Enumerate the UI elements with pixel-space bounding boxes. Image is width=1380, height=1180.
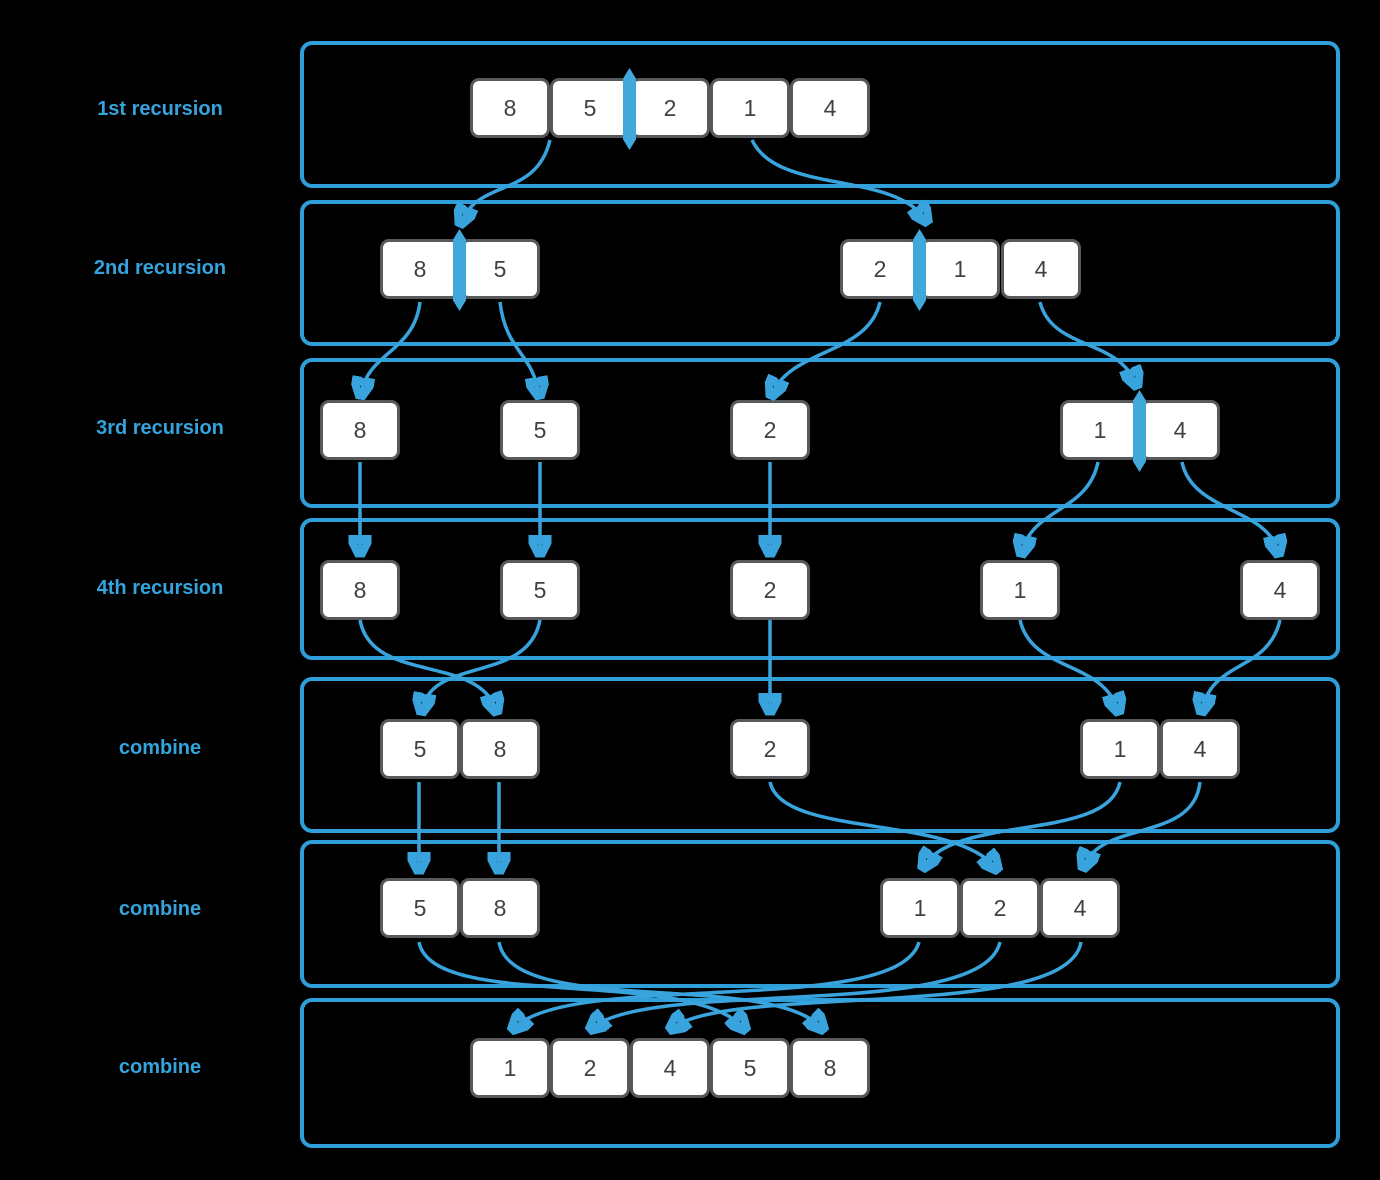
array-cell: 1 xyxy=(1080,719,1160,779)
row-label-2: 2nd recursion xyxy=(93,257,227,279)
split-marker xyxy=(623,68,636,150)
array-cell: 5 xyxy=(500,400,580,460)
array-cell: 1 xyxy=(1060,400,1140,460)
split-marker xyxy=(453,229,466,311)
row-label-4: 4th recursion xyxy=(96,577,224,599)
array-cell: 5 xyxy=(710,1038,790,1098)
array-cell: 2 xyxy=(840,239,920,299)
array-cell: 5 xyxy=(380,878,460,938)
array-cell: 5 xyxy=(500,560,580,620)
array-cell: 5 xyxy=(380,719,460,779)
row-band-4 xyxy=(300,518,1340,660)
array-cell: 8 xyxy=(380,239,460,299)
array-cell: 4 xyxy=(1160,719,1240,779)
array-cell: 4 xyxy=(1140,400,1220,460)
row-label-1: 1st recursion xyxy=(97,98,223,120)
array-cell: 8 xyxy=(320,560,400,620)
array-cell: 8 xyxy=(320,400,400,460)
array-cell: 2 xyxy=(550,1038,630,1098)
array-cell: 1 xyxy=(920,239,1000,299)
array-cell: 8 xyxy=(470,78,550,138)
array-cell: 5 xyxy=(460,239,540,299)
row-label-5: combine xyxy=(118,737,202,759)
array-cell: 8 xyxy=(460,878,540,938)
split-marker xyxy=(1133,390,1146,472)
array-cell: 1 xyxy=(880,878,960,938)
array-cell: 2 xyxy=(730,400,810,460)
array-cell: 5 xyxy=(550,78,630,138)
array-cell: 2 xyxy=(730,719,810,779)
array-cell: 8 xyxy=(460,719,540,779)
array-cell: 2 xyxy=(960,878,1040,938)
array-cell: 4 xyxy=(630,1038,710,1098)
row-label-3: 3rd recursion xyxy=(96,417,224,439)
row-label-6: combine xyxy=(118,898,202,920)
split-marker xyxy=(913,229,926,311)
array-cell: 4 xyxy=(1240,560,1320,620)
row-label-7: combine xyxy=(118,1056,202,1078)
array-cell: 1 xyxy=(470,1038,550,1098)
array-cell: 2 xyxy=(630,78,710,138)
array-cell: 8 xyxy=(790,1038,870,1098)
array-cell: 1 xyxy=(980,560,1060,620)
array-cell: 4 xyxy=(790,78,870,138)
array-cell: 4 xyxy=(1040,878,1120,938)
array-cell: 2 xyxy=(730,560,810,620)
array-cell: 1 xyxy=(710,78,790,138)
array-cell: 4 xyxy=(1001,239,1081,299)
